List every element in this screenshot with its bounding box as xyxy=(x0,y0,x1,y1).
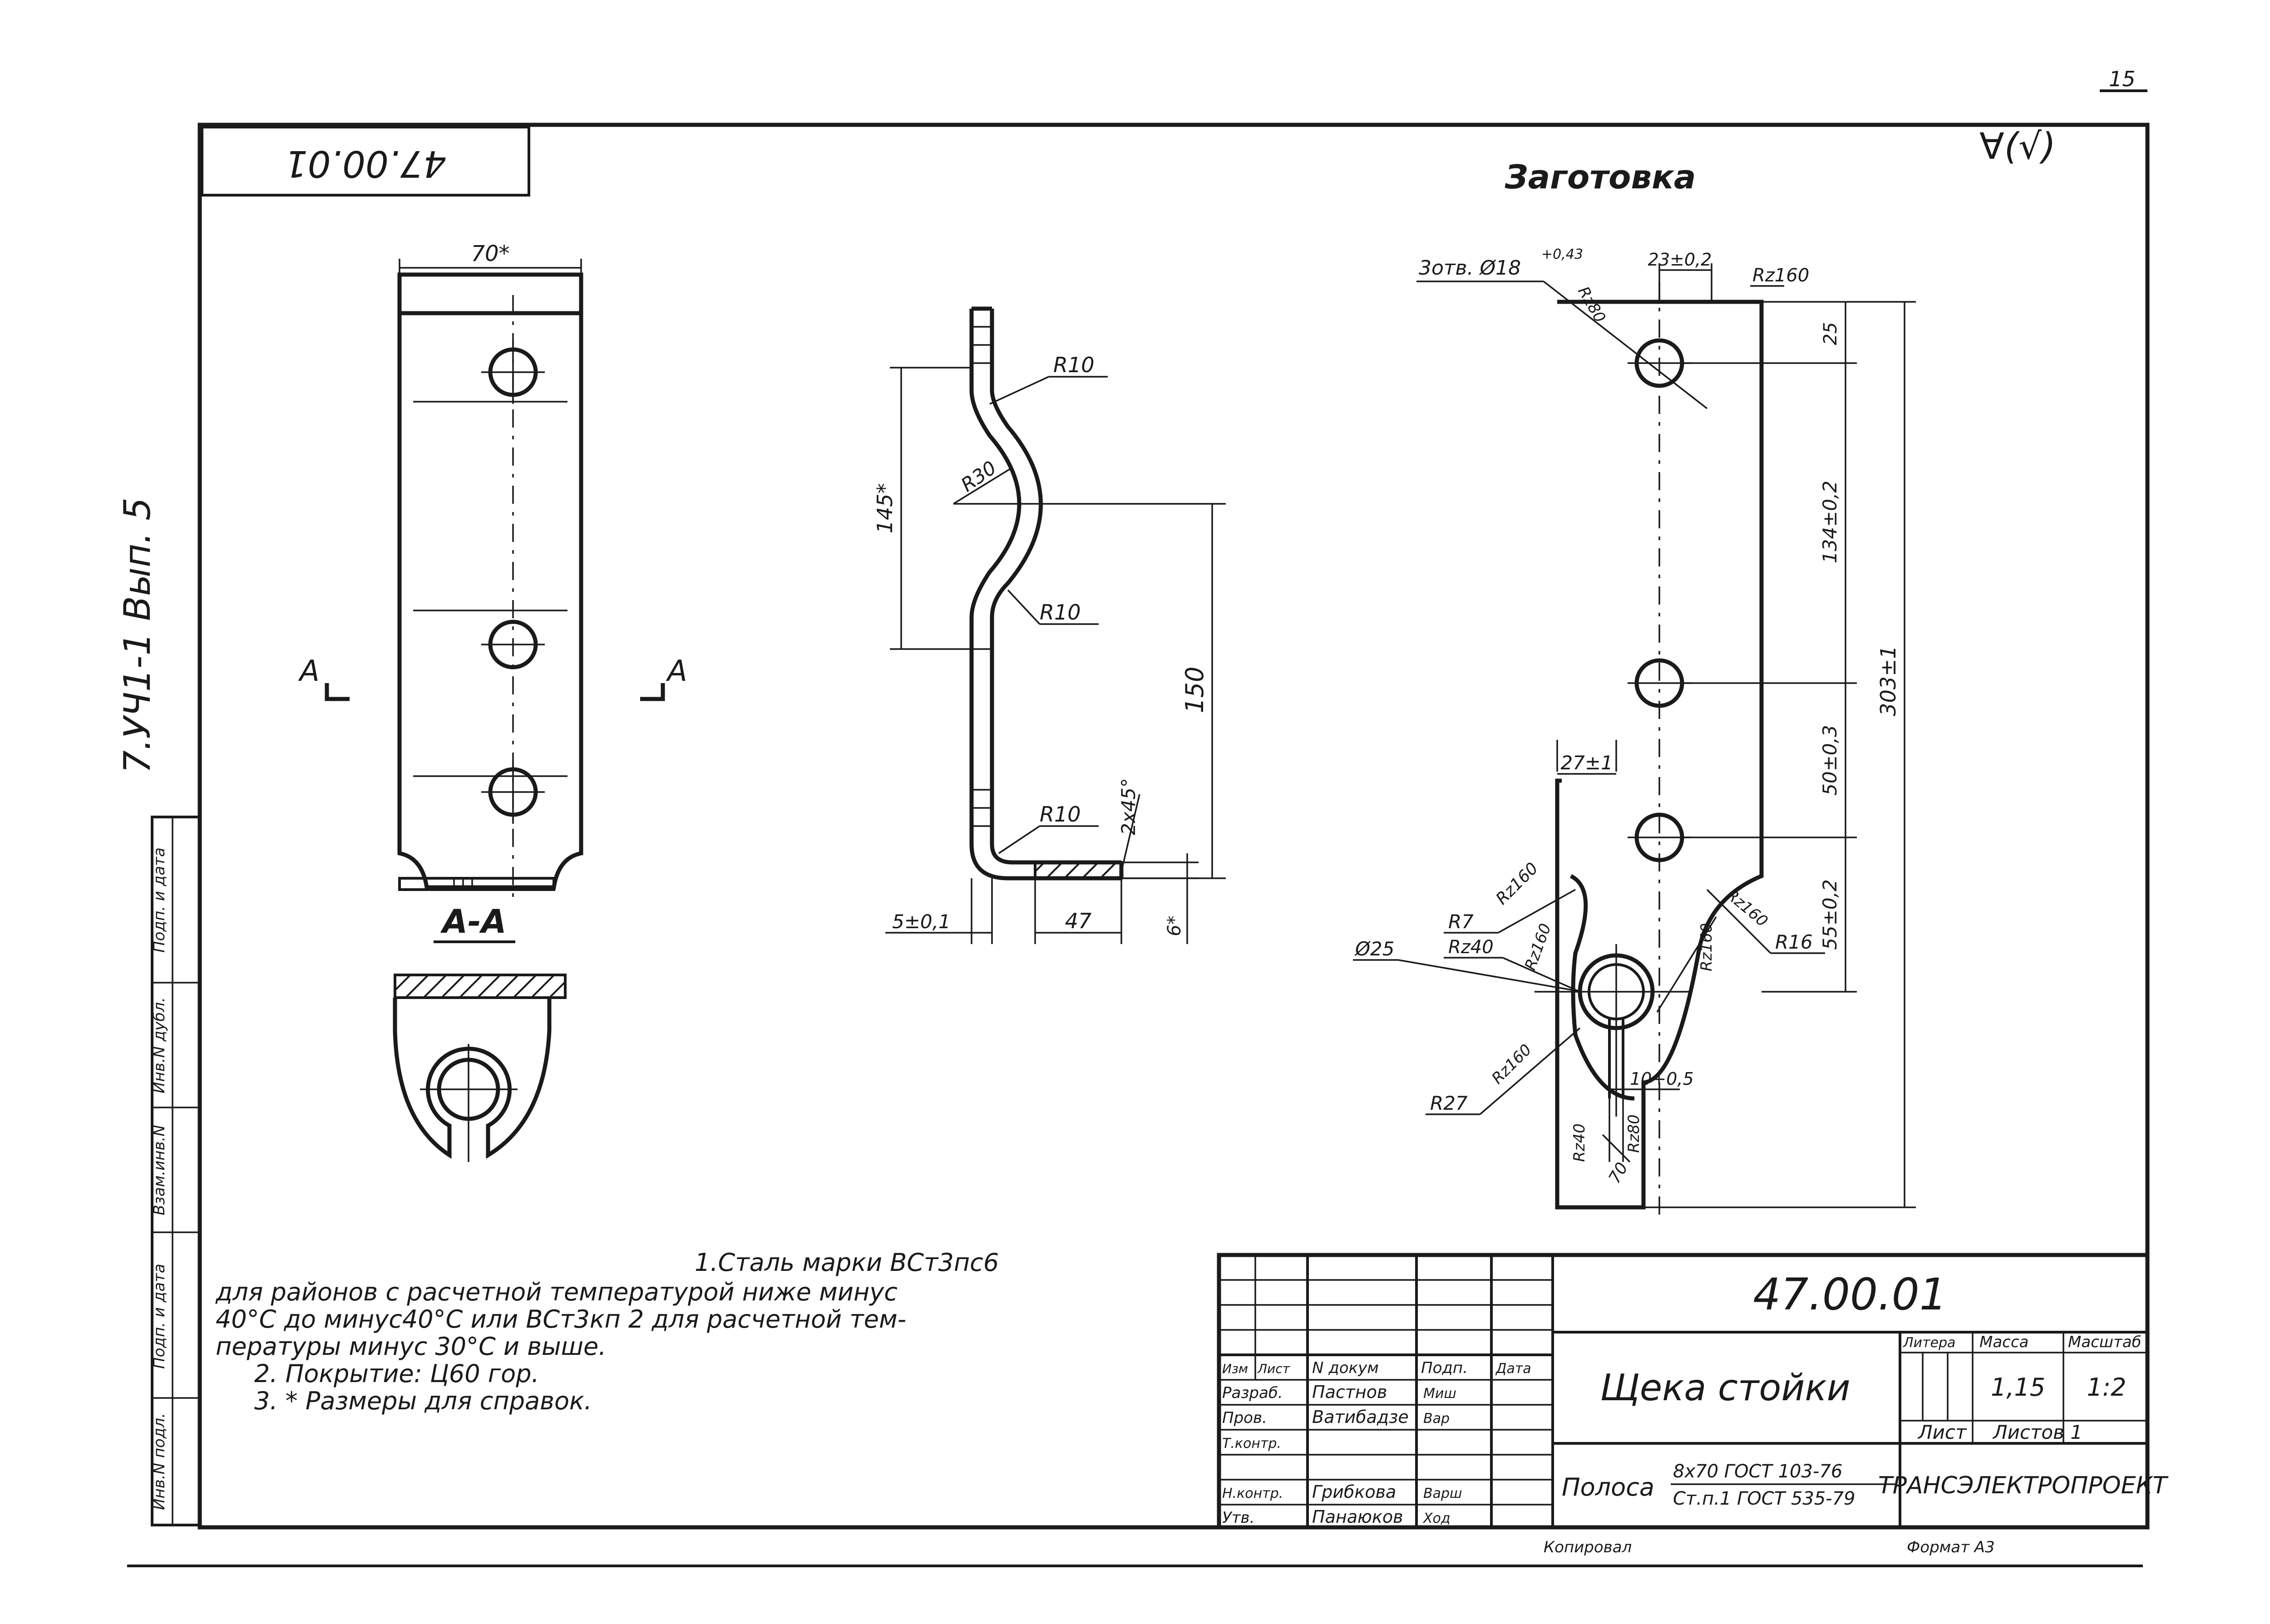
blank-dim-50: 50±0,3 xyxy=(1819,725,1841,795)
note-line-3: 40°С до минус40°С или ВСт3кп 2 для расче… xyxy=(216,1305,906,1334)
blank-dim-rz160-d: Rz160 xyxy=(1722,886,1771,930)
margin-label-2: Подп. и дата xyxy=(150,1264,168,1369)
blank-dim-rz160-a: Rz160 xyxy=(1492,859,1542,909)
blank-view: Заготовка ∀(√) 3отв. Ø18 +0,43 Rz80 23±0… xyxy=(1353,125,2056,1221)
front-view: 70* А А xyxy=(298,241,687,903)
sheet-number: 15 xyxy=(2109,67,2136,91)
blank-dim-r27: R27 xyxy=(1430,1092,1468,1114)
blank-dim-134: 134±0,2 xyxy=(1819,481,1841,563)
blank-dim-55: 55±0,2 xyxy=(1819,879,1841,950)
series-label: 7.УЧ1-1 Вып. 5 xyxy=(116,497,158,773)
section-mark-left: А xyxy=(298,655,320,688)
side-ticks xyxy=(972,326,992,827)
side-dim-47: 47 xyxy=(1065,909,1092,933)
tb-mass: 1,15 xyxy=(1991,1373,2045,1402)
blank-dim-70: 70 xyxy=(1605,1159,1632,1186)
blank-dim-r7: R7 xyxy=(1448,910,1474,933)
tb-sign-6: Ход xyxy=(1422,1511,1451,1526)
side-view: 145* 150 R10 R30 R10 R10 2x45° 5±0,1 47 … xyxy=(873,306,1226,944)
note-line-5: 2. Покрытие: Ц60 гор. xyxy=(254,1359,539,1388)
tb-col-scale: Масштаб xyxy=(2068,1333,2142,1351)
blank-dim-303: 303±1 xyxy=(1876,645,1900,716)
side-dim-r10-bot: R10 xyxy=(1040,802,1081,827)
tb-material-line1: 8х70 ГОСТ 103-76 xyxy=(1673,1461,1842,1482)
tb-role-3: Т.контр. xyxy=(1222,1436,1281,1452)
footer-left: Копировал xyxy=(1544,1538,1632,1556)
left-margin-stamp: Инв.N подл. Подп. и дата Взам.инв.N Инв.… xyxy=(116,497,201,1526)
margin-label-1: Инв.N подл. xyxy=(150,1413,168,1510)
blank-dim-rz160-c: Rz160 xyxy=(1698,923,1716,971)
tb-sign-5: Варш xyxy=(1423,1486,1462,1501)
side-dim-r10-mid: R10 xyxy=(1040,600,1081,625)
tb-hdr-date: Дата xyxy=(1495,1361,1531,1377)
side-dim-chamfer: 2x45° xyxy=(1117,778,1140,835)
blank-dim-holes-tol: +0,43 xyxy=(1541,246,1583,262)
tb-role-6: Утв. xyxy=(1222,1509,1254,1527)
tb-sheet: Лист xyxy=(1917,1421,1967,1443)
side-dim-6: 6* xyxy=(1164,915,1185,936)
tb-col-mass: Масса xyxy=(1979,1333,2028,1351)
side-dim-150: 150 xyxy=(1180,666,1209,713)
tb-person-5: Грибкова xyxy=(1312,1482,1396,1502)
blank-dim-27: 27±1 xyxy=(1560,752,1613,774)
tb-person-6: Панаюков xyxy=(1312,1507,1403,1527)
tb-scale: 1:2 xyxy=(2087,1373,2127,1402)
blank-dim-rz80-b: Rz80 xyxy=(1625,1114,1643,1153)
margin-label-5: Подп. и дата xyxy=(150,847,168,953)
note-line-2: для районов с расчетной температурой ниж… xyxy=(215,1278,898,1306)
side-dim-5: 5±0,1 xyxy=(892,910,951,933)
footer: Копировал Формат А3 xyxy=(1544,1538,1995,1556)
section-title: А-А xyxy=(440,902,506,940)
footer-right: Формат А3 xyxy=(1907,1538,1995,1556)
rotated-number-box: 47.00.01 xyxy=(201,126,530,197)
tb-person-1: Пастнов xyxy=(1312,1382,1387,1402)
blank-dim-r16: R16 xyxy=(1775,931,1813,953)
blank-dim-25: 25 xyxy=(1820,322,1841,345)
tb-material-prefix: Полоса xyxy=(1562,1473,1654,1501)
blank-dim-rz160-e: Rz160 xyxy=(1488,1041,1535,1088)
tb-hdr-doc: N докум xyxy=(1312,1359,1379,1377)
rotated-number: 47.00.01 xyxy=(285,143,446,185)
blank-dim-rz40-b: Rz40 xyxy=(1570,1123,1589,1162)
section-a-a: А-А xyxy=(393,902,567,1162)
tb-sheets: Листов 1 xyxy=(1992,1421,2082,1443)
side-dim-r10-top: R10 xyxy=(1053,353,1095,377)
front-width-dim: 70* xyxy=(471,241,509,266)
tb-part-name: Щека стойки xyxy=(1600,1367,1850,1409)
tb-role-1: Разраб. xyxy=(1222,1384,1283,1402)
blank-dim-holes: 3отв. Ø18 xyxy=(1419,256,1521,280)
technical-notes: 1.Сталь марки ВСт3пс6 для районов с расч… xyxy=(215,1248,999,1415)
blank-title: Заготовка xyxy=(1504,158,1696,196)
blank-dim-rz80-top: Rz80 xyxy=(1574,284,1609,326)
tb-org: ТРАНСЭЛЕКТРОПРОЕКТ xyxy=(1878,1472,2169,1499)
title-block: Изм Лист N докум Подп. Дата Разраб. Пров… xyxy=(1217,1253,2169,1530)
note-line-1: 1.Сталь марки ВСт3пс6 xyxy=(695,1248,999,1277)
roughness-symbol: ∀(√) xyxy=(1979,125,2056,167)
tb-role-5: Н.контр. xyxy=(1222,1486,1283,1501)
tb-sign-2: Вар xyxy=(1423,1411,1450,1427)
tb-col-litera: Литера xyxy=(1903,1335,1955,1351)
blank-dim-10: 10+0,5 xyxy=(1630,1069,1694,1089)
section-mark-right: А xyxy=(666,655,687,688)
note-line-6: 3. * Размеры для справок. xyxy=(254,1387,592,1415)
blank-dim-rz160-b: Rz160 xyxy=(1521,921,1555,973)
tb-material-line2: Ст.п.1 ГОСТ 535-79 xyxy=(1673,1488,1855,1509)
tb-hdr-sign: Подп. xyxy=(1421,1359,1468,1377)
blank-dim-rz160-top: Rz160 xyxy=(1752,265,1809,286)
side-dim-145: 145* xyxy=(873,483,897,534)
margin-label-3: Взам.инв.N xyxy=(150,1125,168,1215)
side-dim-r30: R30 xyxy=(957,457,1001,497)
tb-designation: 47.00.01 xyxy=(1753,1269,1947,1320)
tb-role-2: Пров. xyxy=(1222,1409,1267,1427)
margin-label-4: Инв.N дубл. xyxy=(150,997,168,1093)
blank-dim-d25: Ø25 xyxy=(1354,938,1395,960)
blank-dim-23: 23±0,2 xyxy=(1648,250,1712,270)
tb-person-2: Ватибадзе xyxy=(1312,1407,1409,1427)
tb-sign-1: Миш xyxy=(1423,1386,1456,1402)
note-line-4: пературы минус 30°С и выше. xyxy=(216,1332,606,1361)
blank-dim-rz40: Rz40 xyxy=(1448,937,1494,958)
tb-hdr-list: Лист xyxy=(1257,1361,1290,1376)
tb-hdr-izm: Изм xyxy=(1222,1361,1248,1376)
